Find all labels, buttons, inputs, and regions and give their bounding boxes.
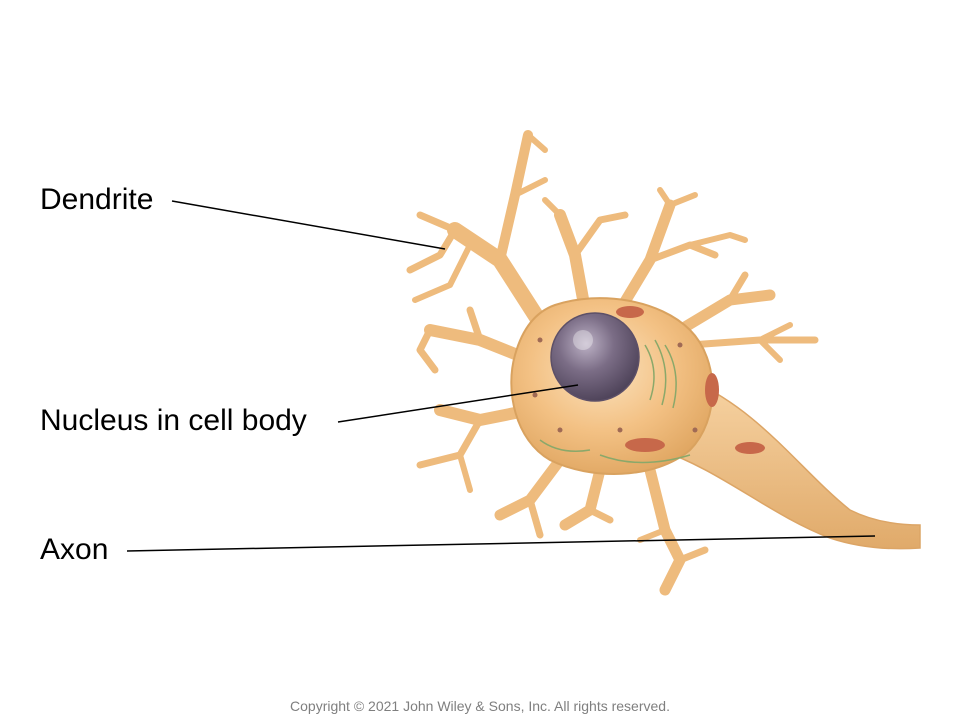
copyright-notice: Copyright © 2021 John Wiley & Sons, Inc.… — [290, 698, 670, 714]
axon-shape — [658, 379, 921, 550]
axon-leader-line — [126, 535, 876, 552]
dendrites — [406, 130, 819, 596]
axon-label: Axon — [40, 533, 109, 566]
organelles — [532, 306, 765, 464]
nucleus — [550, 312, 640, 402]
dendrite-label: Dendrite — [40, 183, 154, 216]
nucleus-highlight — [573, 330, 593, 350]
nucleus-leader-line — [337, 384, 579, 423]
dendrite-leader-line — [171, 200, 446, 250]
nucleus-label: Nucleus in cell body — [40, 404, 307, 437]
